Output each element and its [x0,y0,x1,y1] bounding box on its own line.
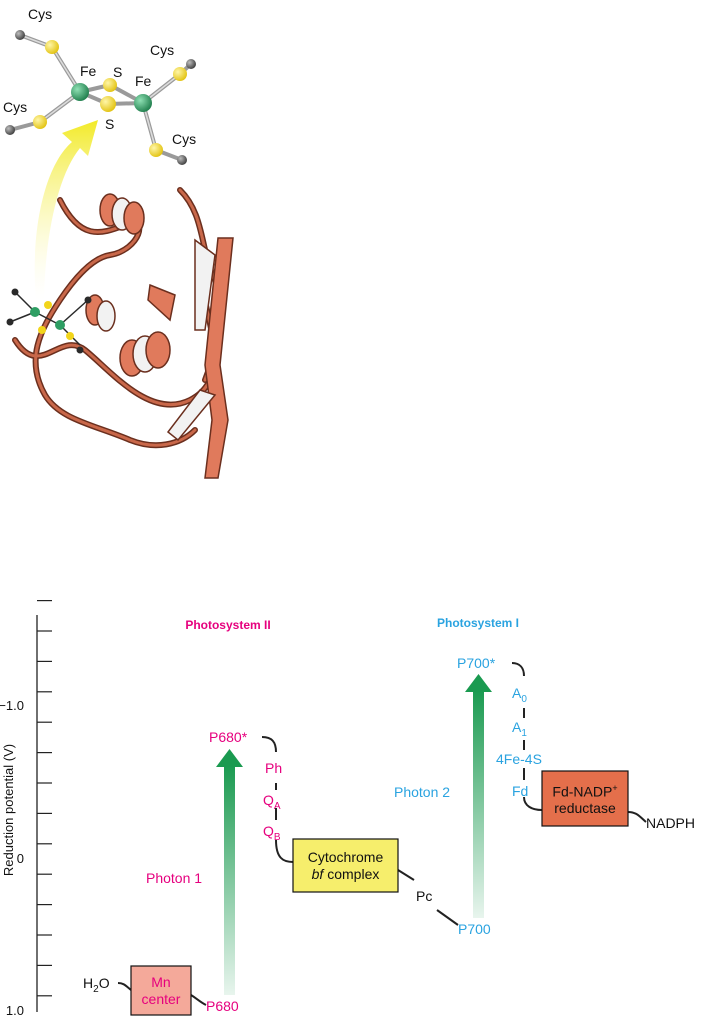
qb-to-cyt-link [276,840,293,862]
cytochrome-bf-em: bf [312,866,324,882]
water-label: H2O [83,975,110,995]
y-axis-tick-label: 0 [17,851,24,866]
qa-label: QA [263,792,281,812]
y-axis-tick-label: −1.0 [0,698,24,713]
fe-s-cluster-label: 4Fe-4S [496,751,542,767]
a1-label: A1 [512,719,527,739]
photosystem-ii-title: Photosystem II [185,618,270,632]
cytochrome-line1: Cytochrome [308,849,383,866]
qb-label: QB [263,823,281,843]
mn-center-label: Mn center [131,966,191,1015]
cytochrome-bf-label: Cytochrome bf complex [293,839,398,892]
plastocyanin-label: Pc [416,888,432,904]
photon-2-arrowhead [465,674,492,692]
photon-1-arrow [224,765,235,995]
reductase-label: Fd-NADP+ reductase [542,771,628,826]
pc-to-p700-link [437,910,458,925]
mn-to-p680-link [191,995,206,1005]
fd-label: Fd [512,783,528,799]
photon-1-label: Photon 1 [146,870,202,886]
p700-label: P700 [458,921,491,937]
p680-label: P680 [206,998,239,1014]
cytochrome-line2: complex [323,866,379,882]
p700-excited-link [512,663,524,676]
mn-line1: Mn [142,974,181,991]
photosystem-i-title: Photosystem I [437,616,519,630]
nadph-label: NADPH [646,815,695,831]
p680-excited-link [262,737,276,752]
reductase-line2: reductase [552,800,617,817]
h2o-to-mn-link [118,983,131,990]
mn-line2: center [142,991,181,1008]
reductase-sup: + [612,783,617,793]
y-axis-ticks [37,601,52,996]
p680-excited-label: P680* [209,729,248,745]
a0-label: A0 [512,685,527,705]
reductase-to-nadph-link [628,812,646,822]
p700-excited-label: P700* [457,655,496,671]
photon-1-arrowhead [216,749,243,767]
reductase-line1: Fd-NADP [552,783,612,799]
y-axis-label: Reduction potential (V) [1,744,16,876]
photon-2-arrow [473,690,484,918]
y-axis-tick-label: 1.0 [6,1003,24,1018]
cyt-to-pc-link [398,870,414,880]
photon-2-label: Photon 2 [394,784,450,800]
pheophytin-label: Ph [265,760,282,776]
